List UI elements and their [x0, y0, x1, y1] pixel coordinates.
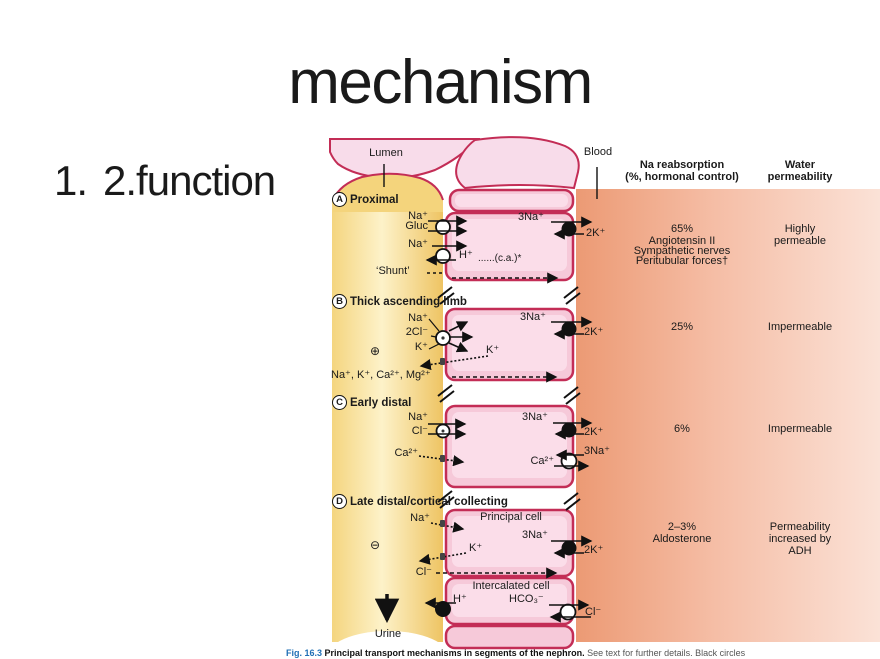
caption-figure-number: Fig. 16.3: [286, 648, 323, 658]
ion-a-na1: Na⁺: [408, 210, 428, 222]
h-pump: [435, 601, 451, 617]
caption-title: Principal transport mechanisms in segmen…: [324, 648, 585, 658]
ion-a-na2: Na⁺: [408, 238, 428, 250]
d-hormone: Aldosterone: [652, 533, 712, 545]
membrane-crossing-marks: [440, 358, 445, 560]
ion-d-na: Na⁺: [410, 512, 430, 524]
a-water-2: permeable: [774, 235, 826, 247]
c-water-1: Impermeable: [767, 423, 833, 435]
page-title: mechanism: [288, 48, 593, 117]
ion-a-2k: 2K⁺: [586, 227, 606, 239]
minus-potential-symbol: ⊖: [370, 538, 381, 552]
section-b-title: B Thick ascending limb: [332, 294, 467, 309]
ion-c-ca-blood: Ca²⁺: [530, 455, 554, 467]
label-a-carbonic-anhydrase: ......(c.a.)*: [478, 253, 522, 264]
figure-caption: Fig. 16.3 Principal transport mechanisms…: [286, 648, 745, 658]
transport-arrows: [374, 164, 598, 624]
a-hormone-3: Peritubular forces†: [635, 255, 729, 267]
tubule-cells: [444, 188, 575, 650]
ion-a-3na: 3Na⁺: [518, 211, 544, 223]
d-reabsorption-pct: 2–3%: [667, 521, 697, 533]
section-a-letter: A: [332, 192, 347, 207]
blood-region: [576, 189, 880, 642]
label-principal-cell: Principal cell: [480, 511, 542, 523]
ion-b-3na: 3Na⁺: [520, 311, 546, 323]
section-d-title: D Late distal/cortical collecting: [332, 494, 508, 509]
section-c-title: C Early distal: [332, 395, 411, 410]
a-reabsorption-pct: 65%: [670, 223, 694, 235]
section-d-letter: D: [332, 494, 347, 509]
d-water-1: Permeability: [769, 521, 831, 533]
ion-b-k-recycle: K⁺: [486, 344, 500, 356]
na-k-pump-c: [561, 422, 577, 438]
section-c-letter: C: [332, 395, 347, 410]
ion-c-3na-exchanger: 3Na⁺: [584, 445, 610, 457]
label-b-paracellular-ions: Na⁺, K⁺, Ca²⁺, Mg²⁺: [331, 369, 431, 381]
ion-a-gluc: Gluc: [405, 220, 428, 232]
ion-c-3na: 3Na⁺: [522, 411, 548, 423]
break-marks: [437, 286, 581, 511]
na-reabsorption-header-line2: (%, hormonal control): [625, 171, 739, 183]
water-permeability-header-line2: permeability: [767, 171, 833, 183]
ion-d-cl-blood: Cl⁻: [585, 606, 602, 618]
plus-potential-symbol: ⊕: [370, 344, 381, 358]
section-a-title: A Proximal: [332, 192, 399, 207]
ion-b-2cl: 2Cl⁻: [405, 326, 428, 338]
lumen-header: Lumen: [369, 147, 403, 159]
c-reabsorption-pct: 6%: [674, 423, 690, 435]
section-b-letter: B: [332, 294, 347, 309]
na-gluc-cotransporter: [435, 219, 451, 235]
na-h-exchanger: [435, 248, 451, 264]
ion-b-k: K⁺: [414, 341, 428, 353]
ion-d-h: H⁺: [453, 593, 467, 605]
label-intercalated-cell: Intercalated cell: [472, 580, 550, 592]
lumen-funnel: [329, 136, 580, 212]
na-k-pump-a: [561, 221, 577, 237]
urine-opening: [326, 631, 450, 659]
b-water-1: Impermeable: [767, 321, 833, 333]
ion-a-h: H⁺: [459, 249, 473, 261]
na-k-pump-b: [561, 321, 577, 337]
blood-header: Blood: [583, 146, 613, 158]
caption-note: See text for further details. Black circ…: [587, 648, 746, 658]
list-number: 1.: [54, 157, 88, 204]
ion-c-cl: Cl⁻: [411, 425, 428, 437]
ion-b-2k: 2K⁺: [584, 326, 604, 338]
na-reabsorption-header-line1: Na reabsorption: [639, 159, 725, 171]
ion-d-k: K⁺: [469, 542, 483, 554]
ion-c-2k: 2K⁺: [584, 426, 604, 438]
ion-d-3na: 3Na⁺: [522, 529, 548, 541]
urine-label: Urine: [374, 628, 402, 640]
a-hormone-2: Sympathetic nerves: [633, 245, 731, 257]
lumen-tube: [332, 200, 443, 642]
ion-d-hco3: HCO₃⁻: [509, 593, 544, 605]
d-water-2: increased by: [768, 533, 832, 545]
ion-d-2k: 2K⁺: [584, 544, 604, 556]
ion-c-ca: Ca²⁺: [394, 447, 418, 459]
label-a-shunt: ‘Shunt’: [376, 265, 410, 277]
a-hormone-1: Angiotensin II: [648, 235, 716, 247]
ion-c-na: Na⁺: [408, 411, 428, 423]
water-permeability-header-line1: Water: [784, 159, 816, 171]
a-water-1: Highly: [784, 223, 816, 235]
ion-b-na: Na⁺: [408, 312, 428, 324]
list-text: 2.function: [103, 157, 276, 204]
list-item: 1. 2.function: [54, 157, 276, 204]
ion-d-cl: Cl⁻: [415, 566, 432, 578]
na-k-pump-d: [561, 540, 577, 556]
d-water-3: ADH: [788, 545, 812, 557]
b-reabsorption-pct: 25%: [670, 321, 694, 333]
